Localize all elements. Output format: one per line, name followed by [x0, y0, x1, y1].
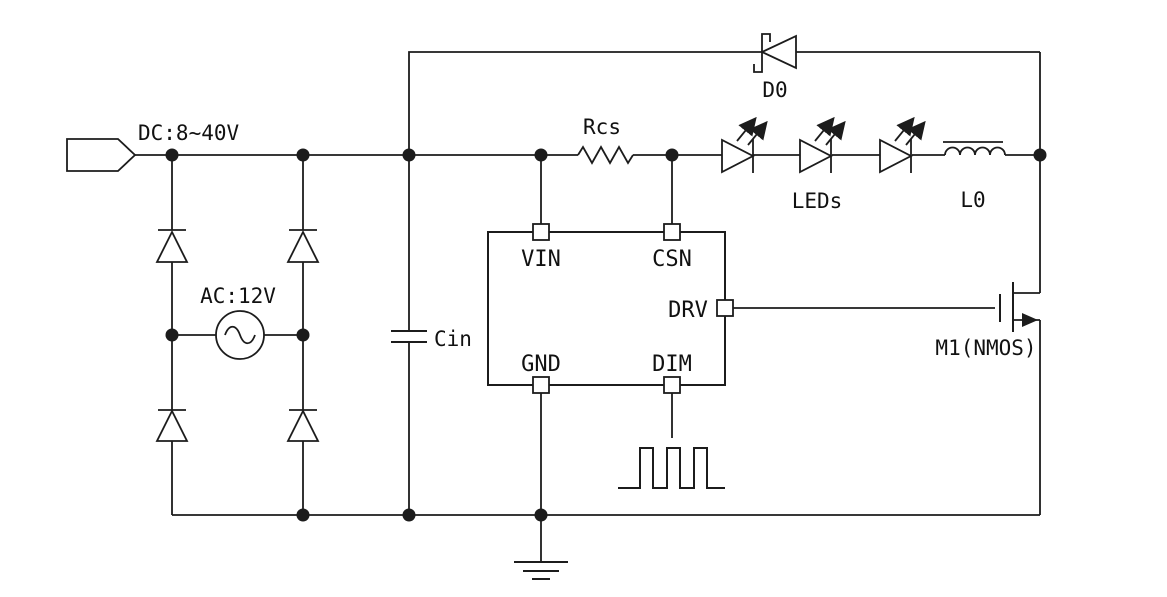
- pin-csn: [663, 223, 681, 241]
- inductor-icon: [943, 141, 1006, 156]
- labels: DC:8~40V AC:12V Cin Rcs D0 LEDs L0 M1(NM…: [138, 78, 1037, 377]
- junction-dot: [402, 508, 416, 522]
- pin-dim: [663, 376, 681, 394]
- gnd-pin-label: GND: [521, 352, 561, 377]
- pin-drv: [716, 299, 734, 317]
- junction-dot: [534, 148, 548, 162]
- bridge-diode-icon: [155, 229, 189, 263]
- ac-source-icon: [215, 310, 265, 360]
- junction-dot: [1033, 148, 1047, 162]
- drv-pin-label: DRV: [668, 298, 708, 323]
- schottky-diode-icon: [753, 33, 797, 73]
- resistor-icon: [577, 145, 634, 165]
- junction-dot: [165, 148, 179, 162]
- pwm-waveform-icon: [618, 447, 725, 489]
- junction-dot: [165, 328, 179, 342]
- wire-top-rail: [408, 51, 1040, 155]
- dc-input-label: DC:8~40V: [138, 121, 240, 145]
- bridge-diode-icon: [286, 229, 320, 263]
- leds-label: LEDs: [792, 189, 843, 213]
- bridge-diode-icon: [155, 408, 189, 442]
- led-string: [721, 116, 926, 174]
- junction-dot: [534, 508, 548, 522]
- bridge-diode-icon: [286, 408, 320, 442]
- led-icon: [799, 116, 846, 174]
- junction-dot: [296, 148, 310, 162]
- led-icon: [879, 116, 926, 174]
- pin-vin: [532, 223, 550, 241]
- ic-block: [487, 223, 734, 394]
- junction-dot: [296, 328, 310, 342]
- m1-label: M1(NMOS): [935, 336, 1036, 360]
- ac-source-label: AC:12V: [200, 284, 276, 308]
- junction-dots: [165, 148, 1047, 522]
- junction-dot: [402, 148, 416, 162]
- wires: [135, 51, 1041, 562]
- capacitor-icon: [391, 330, 427, 343]
- ground-icon: [514, 561, 568, 580]
- rcs-label: Rcs: [583, 115, 621, 139]
- led-icon: [721, 116, 768, 174]
- nmos-icon: [999, 282, 1040, 332]
- vin-pin-label: VIN: [521, 247, 561, 272]
- bridge-rectifier: [155, 229, 320, 442]
- cin-label: Cin: [434, 327, 472, 351]
- l0-label: L0: [960, 188, 985, 212]
- csn-pin-label: CSN: [652, 247, 692, 272]
- junction-dot: [296, 508, 310, 522]
- dim-pin-label: DIM: [652, 352, 692, 377]
- pin-gnd: [532, 376, 550, 394]
- dc-connector-icon: [66, 138, 137, 172]
- junction-dot: [665, 148, 679, 162]
- d0-label: D0: [762, 78, 787, 102]
